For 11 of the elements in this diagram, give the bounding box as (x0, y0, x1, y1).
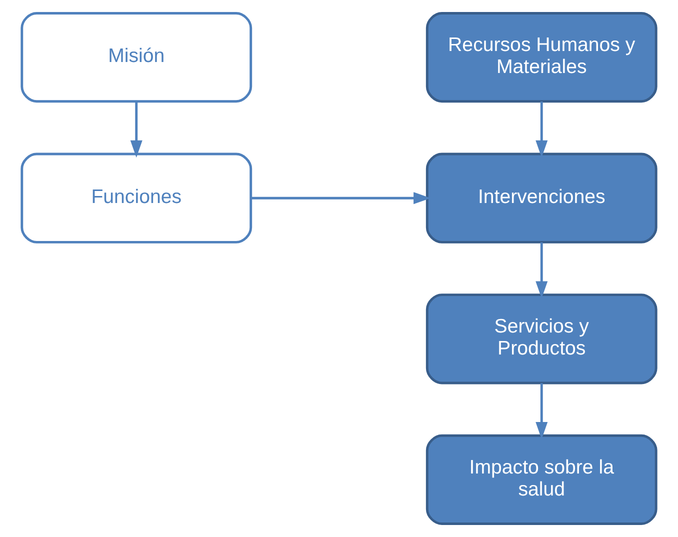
arrow (536, 102, 548, 158)
node-box: Impacto sobre la salud (426, 434, 658, 525)
node-box: Misión (20, 12, 252, 103)
node-box: Recursos Humanos y Materiales (426, 12, 658, 103)
arrow (130, 102, 142, 158)
node-box: Funciones (20, 152, 252, 244)
node-box: Servicios y Productos (426, 294, 658, 384)
arrow (536, 242, 548, 298)
arrow (536, 383, 548, 440)
node-box: Intervenciones (426, 152, 658, 244)
arrow (251, 192, 431, 204)
